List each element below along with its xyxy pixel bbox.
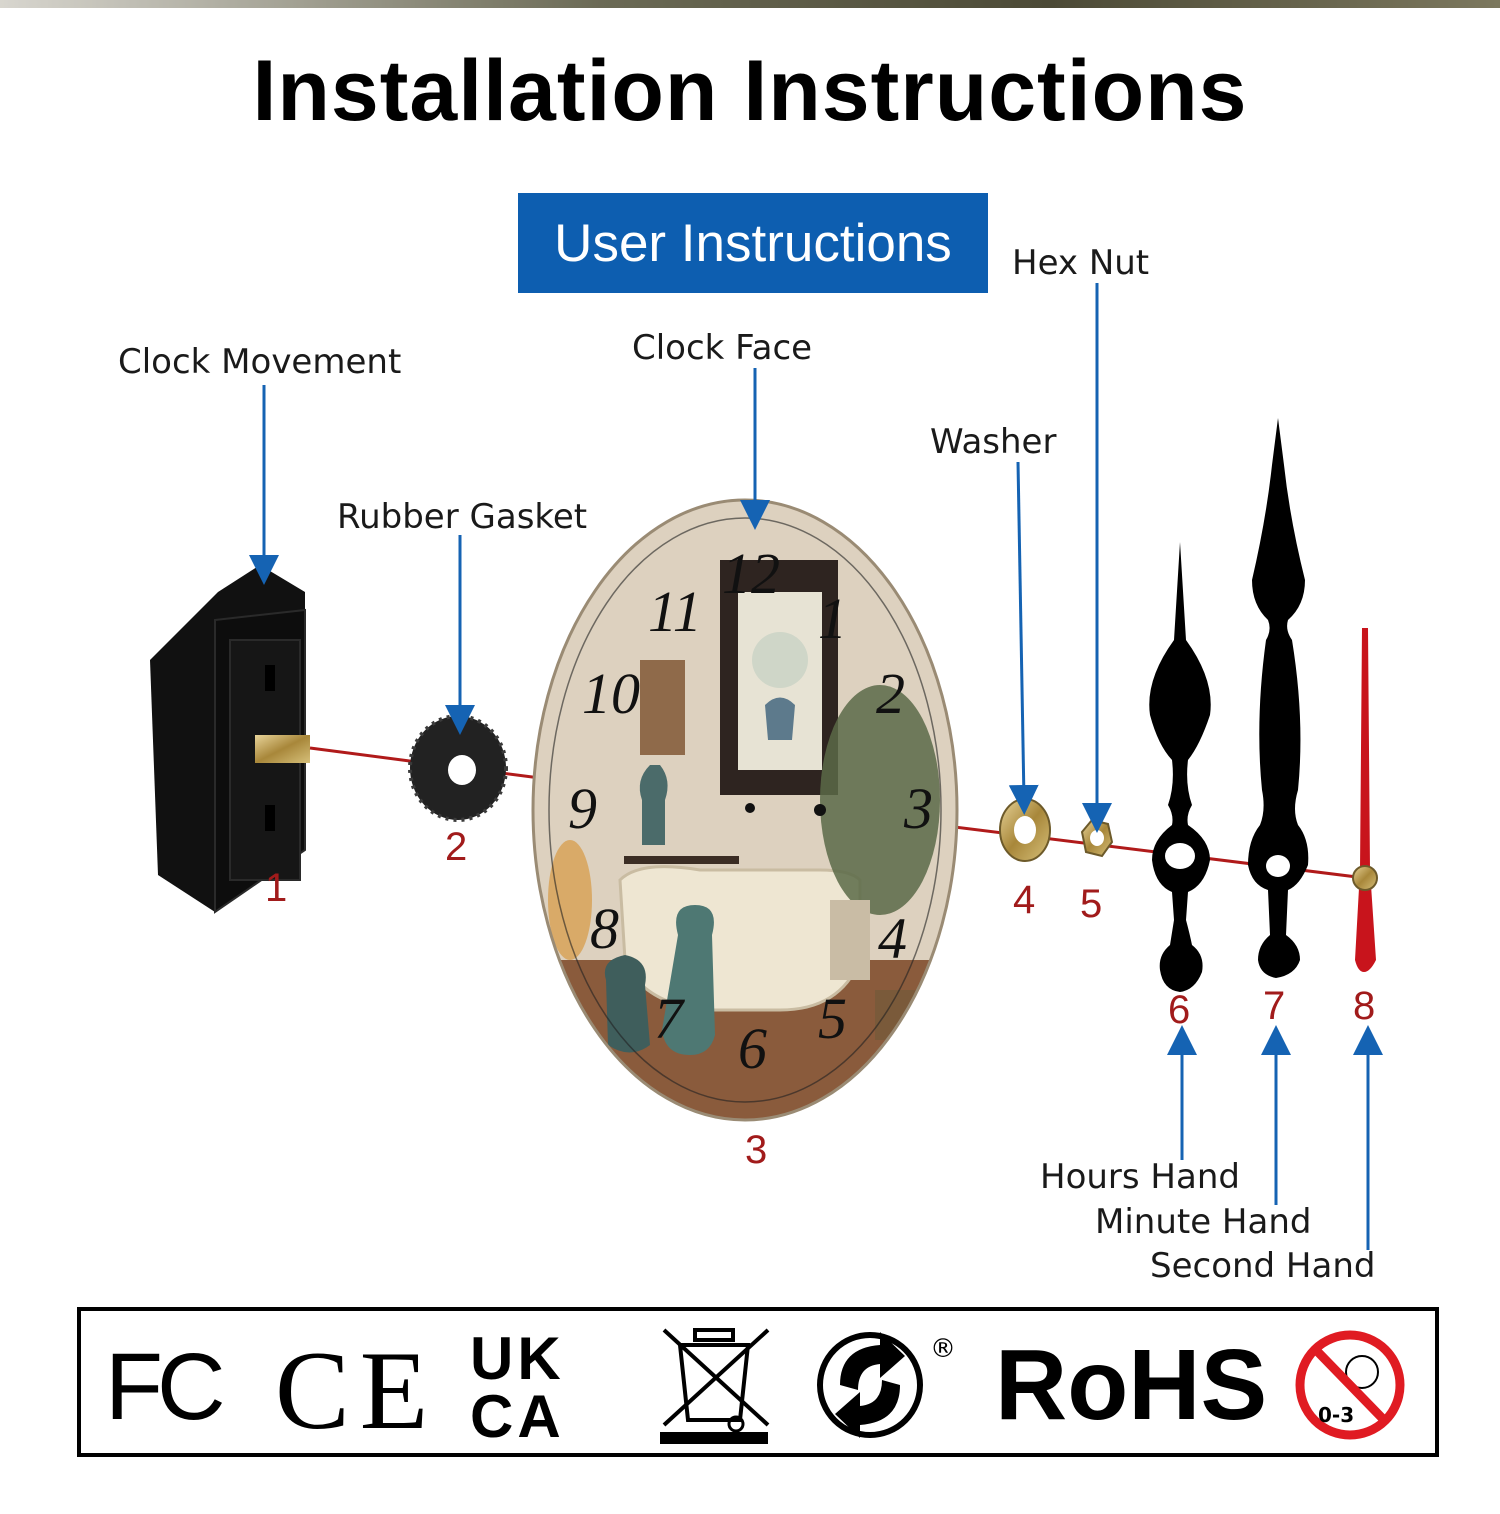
number-6: 6 — [1168, 988, 1190, 1033]
dial-numeral-4: 4 — [878, 905, 907, 972]
dial-numeral-7: 7 — [654, 985, 683, 1052]
dial-numeral-5: 5 — [818, 985, 847, 1052]
label-rubber-gasket: Rubber Gasket — [337, 497, 587, 537]
label-clock-movement: Clock Movement — [118, 342, 401, 382]
registered-mark: ® — [930, 1334, 956, 1364]
dial-numeral-2: 2 — [876, 660, 905, 727]
hours-hand — [1149, 542, 1210, 992]
number-8: 8 — [1353, 984, 1375, 1029]
label-hex-nut: Hex Nut — [1012, 243, 1149, 283]
dial-numeral-1: 1 — [818, 585, 847, 652]
minute-hand — [1248, 418, 1308, 978]
number-2: 2 — [445, 825, 467, 870]
ce-mark: CE — [275, 1327, 438, 1456]
number-5: 5 — [1080, 882, 1102, 927]
label-washer: Washer — [930, 422, 1056, 462]
number-1: 1 — [265, 866, 287, 911]
dial-numeral-6: 6 — [738, 1015, 767, 1082]
rohs-mark: RoHS — [995, 1328, 1267, 1443]
number-4: 4 — [1013, 878, 1035, 923]
dial-numeral-9: 9 — [568, 775, 597, 842]
washer — [1000, 799, 1050, 861]
number-7: 7 — [1263, 984, 1285, 1029]
arrow-washer — [1018, 462, 1024, 800]
label-clock-face: Clock Face — [632, 328, 812, 368]
dial-numeral-10: 10 — [582, 660, 640, 727]
label-hours-hand: Hours Hand — [1040, 1157, 1240, 1197]
dial-numeral-8: 8 — [590, 895, 619, 962]
hex-nut — [1082, 820, 1112, 856]
dial-numeral-3: 3 — [904, 775, 933, 842]
clock-movement — [150, 565, 310, 912]
dial-numeral-11: 11 — [648, 578, 702, 645]
dial-numeral-12: 12 — [722, 540, 780, 607]
number-3: 3 — [745, 1128, 767, 1173]
ukca-mark: UK CA — [470, 1330, 565, 1446]
fcc-logo: FC — [105, 1333, 220, 1442]
label-minute-hand: Minute Hand — [1095, 1202, 1311, 1242]
label-second-hand: Second Hand — [1150, 1246, 1375, 1286]
rubber-gasket — [410, 716, 506, 820]
age-warning-label: 0-3 — [1318, 1403, 1354, 1427]
second-hand — [1353, 628, 1377, 972]
